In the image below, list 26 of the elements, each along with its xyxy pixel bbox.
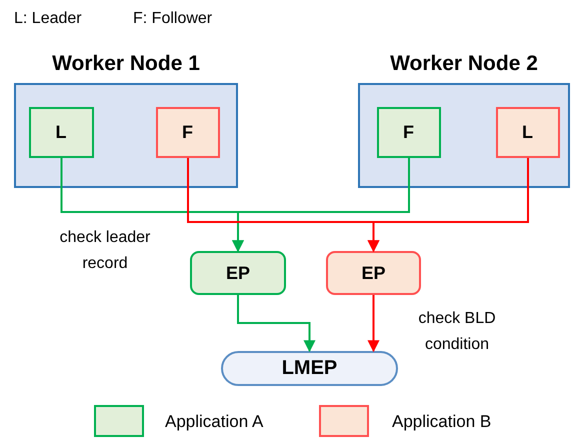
legend-label: Application A (165, 412, 264, 432)
process-box (496, 106, 560, 158)
annotation-text: check leader record (58, 228, 152, 274)
process-box (156, 106, 220, 158)
node-label: LMEP (282, 357, 338, 380)
arrow (368, 295, 380, 352)
process-box (326, 251, 421, 295)
key-text: L: Leader (14, 9, 83, 28)
terminal-box (221, 351, 398, 386)
node-label: F (403, 122, 414, 142)
node-label: EP (361, 262, 386, 284)
key-text: F: Follower (133, 9, 214, 28)
arrow (232, 158, 410, 252)
annotation-text: check BLD condition (417, 309, 497, 355)
arrow (237, 295, 316, 352)
process-box (190, 251, 286, 295)
arrow (368, 158, 529, 252)
node-heading: Worker Node 2 (389, 52, 539, 76)
node-label: L (522, 122, 533, 142)
process-box (376, 106, 440, 158)
node-label: F (182, 122, 193, 142)
node-label: L (56, 122, 66, 142)
legend-label: Application B (392, 412, 492, 432)
node-heading: Worker Node 1 (51, 52, 201, 76)
node-label: EP (226, 262, 250, 284)
process-box (28, 106, 94, 158)
